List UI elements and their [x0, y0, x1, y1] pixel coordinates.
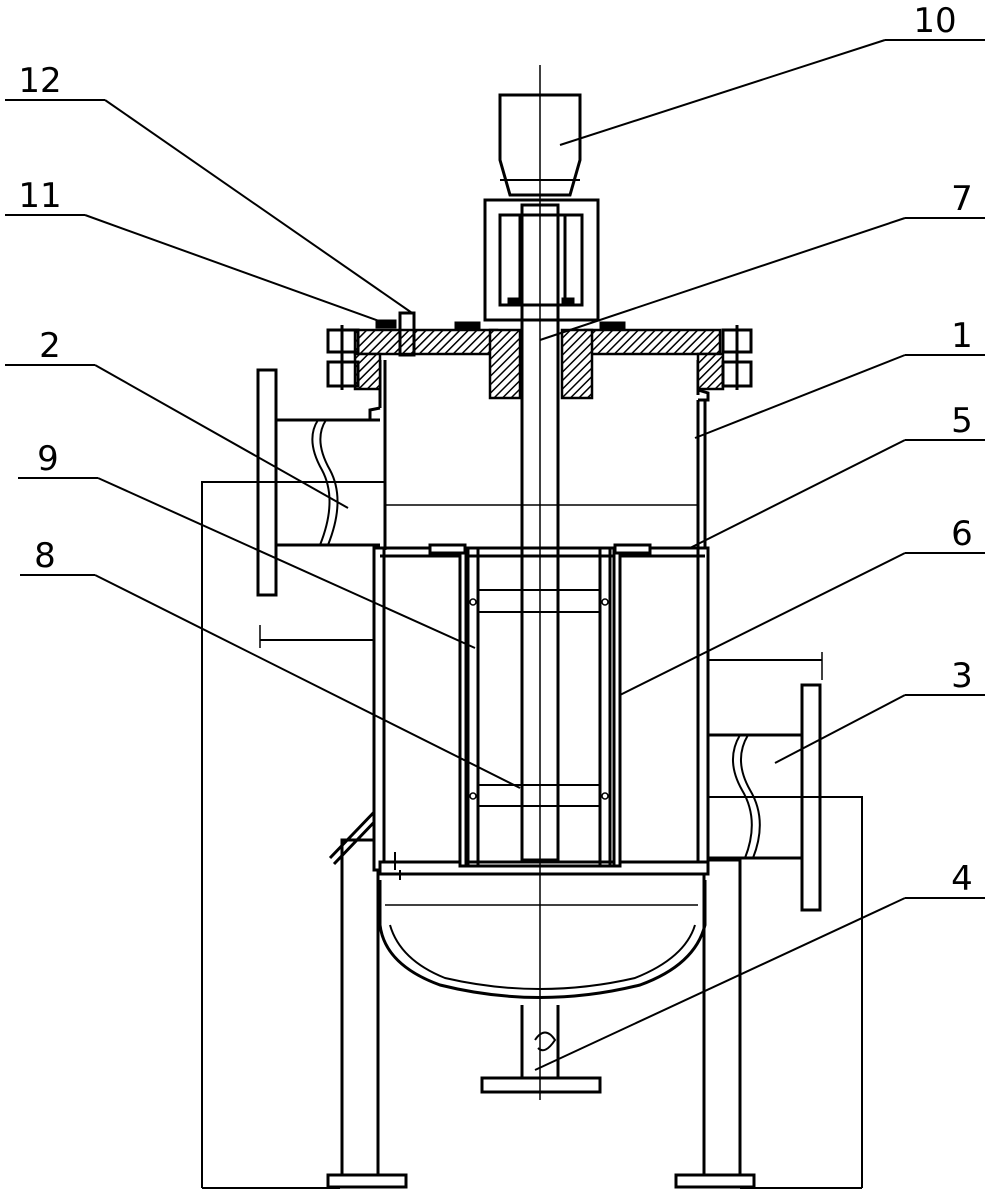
inlet-pipe-2	[256, 368, 380, 597]
label-8: 8	[34, 536, 56, 576]
motor-10	[483, 65, 600, 1100]
label-11: 11	[18, 176, 61, 216]
shaft-7	[520, 203, 560, 862]
label-4: 4	[951, 859, 973, 899]
outlet-pipe-3	[708, 683, 822, 912]
label-10: 10	[913, 1, 956, 41]
support-frame	[201, 481, 863, 1189]
label-5: 5	[951, 401, 973, 441]
label-2: 2	[39, 326, 61, 366]
label-3: 3	[951, 656, 973, 696]
label-9: 9	[37, 439, 59, 479]
label-12: 12	[18, 61, 61, 101]
leader-lines	[5, 39, 985, 1071]
label-7: 7	[951, 179, 973, 219]
drain-pipe-4	[480, 1005, 602, 1094]
label-6: 6	[951, 514, 973, 554]
filter-screen-6	[428, 543, 652, 868]
top-cover-flange	[326, 311, 753, 400]
vessel-body	[368, 360, 710, 999]
label-1: 1	[951, 316, 973, 356]
part-labels: 10 12 11 7 2 1 9 5 8 6 3 4	[18, 1, 972, 899]
